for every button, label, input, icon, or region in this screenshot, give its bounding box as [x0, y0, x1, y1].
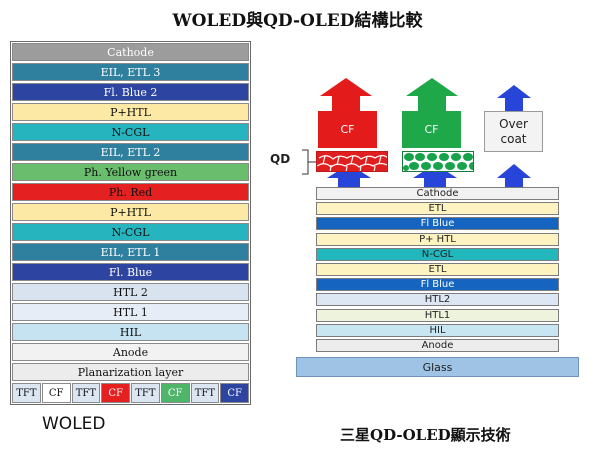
qd-oled-layer: Cathode	[316, 187, 559, 200]
qd-oled-layer: Fl Blue	[316, 278, 559, 291]
woled-layer: EIL, ETL 3	[12, 63, 249, 81]
tft-cell: TFT	[12, 383, 41, 403]
blue-arrow-overcoat	[497, 164, 531, 188]
cf-green-box: CF	[402, 111, 461, 148]
woled-layer: HTL 2	[12, 283, 249, 301]
woled-layer: Fl. Blue	[12, 263, 249, 281]
qd-red-layer	[316, 151, 388, 172]
woled-layer: Cathode	[12, 43, 249, 61]
woled-layer: EIL, ETL 2	[12, 143, 249, 161]
qd-oled-layer: P+ HTL	[316, 233, 559, 246]
qd-oled-layer: ETL	[316, 202, 559, 215]
woled-layer: Anode	[12, 343, 249, 361]
qd-oled-layer: Fl Blue	[316, 217, 559, 230]
blue-arrow-red-subpixel	[327, 164, 371, 188]
glass-layer: Glass	[296, 357, 579, 377]
qd-oled-layer: HTL1	[316, 309, 559, 322]
woled-caption: WOLED	[42, 414, 106, 434]
qd-oled-layer: N-CGL	[316, 248, 559, 261]
blue-arrow-green-subpixel	[413, 164, 457, 188]
woled-layer: P+HTL	[12, 103, 249, 121]
cf-cell: CF	[220, 383, 249, 403]
qd-bracket	[302, 149, 316, 175]
woled-layer: EIL, ETL 1	[12, 243, 249, 261]
woled-layer: Ph. Yellow green	[12, 163, 249, 181]
tft-cell: TFT	[190, 383, 220, 403]
qd-oled-caption: 三星QD-OLED顯示技術	[340, 426, 511, 444]
cf-red-box: CF	[318, 111, 377, 148]
woled-layer: P+HTL	[12, 203, 249, 221]
woled-layer: HIL	[12, 323, 249, 341]
woled-layer: Fl. Blue 2	[12, 83, 249, 101]
green-light-arrow	[406, 78, 458, 111]
qd-oled-layer: Anode	[316, 339, 559, 352]
cf-cell: CF	[41, 383, 71, 403]
woled-layer: HTL 1	[12, 303, 249, 321]
woled-layer: N-CGL	[12, 123, 249, 141]
cf-cell: CF	[101, 383, 130, 403]
qd-oled-layer: HIL	[316, 324, 559, 337]
woled-layer: Ph. Red	[12, 183, 249, 201]
cf-cell: CF	[160, 383, 190, 403]
overcoat-box: Over coat	[484, 111, 543, 152]
qd-green-layer	[402, 151, 474, 172]
qd-label: QD	[270, 152, 291, 166]
red-light-arrow	[320, 78, 372, 111]
woled-layer: Planarization layer	[12, 363, 249, 381]
tft-cell: TFT	[71, 383, 101, 403]
woled-layer: N-CGL	[12, 223, 249, 241]
diagram-title: WOLED與QD-OLED結構比較	[172, 11, 423, 31]
tft-cell: TFT	[131, 383, 160, 403]
qd-oled-layer: ETL	[316, 263, 559, 276]
qd-oled-layer: HTL2	[316, 293, 559, 306]
blue-light-arrow	[497, 85, 531, 111]
